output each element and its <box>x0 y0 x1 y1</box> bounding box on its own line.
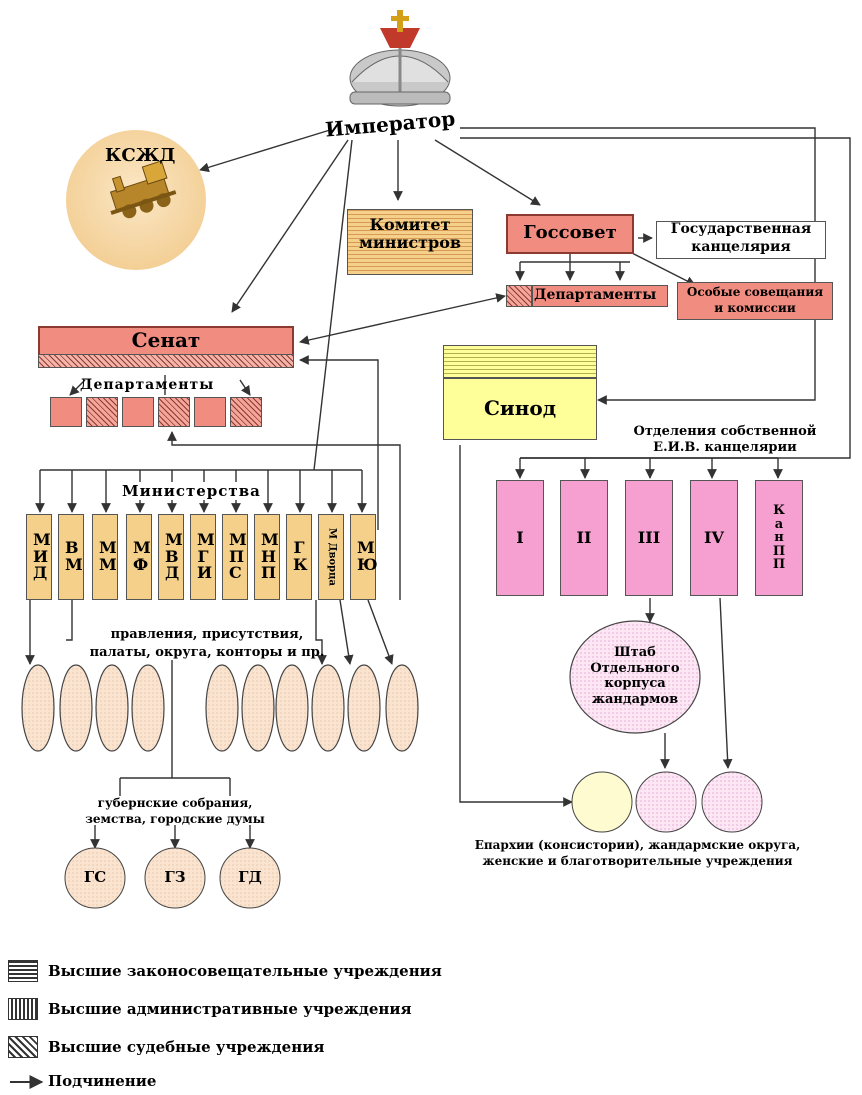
diagonal-hatch-icon <box>8 1036 38 1058</box>
senate-hatch <box>38 354 294 368</box>
ministry-box: М Г И <box>190 514 216 600</box>
legend-label: Высшие административные учреждения <box>48 1000 412 1018</box>
senate-department-box <box>194 397 226 427</box>
kszhd-label: КСЖД <box>105 145 176 166</box>
zemstvo-circle-label: ГС <box>83 868 107 886</box>
eparchy-circle <box>701 771 763 833</box>
legend-item-judicial: Высшие судебные учреждения <box>8 1036 324 1058</box>
zemstvo-circle-shape <box>219 847 281 909</box>
senate-label: Сенат <box>131 328 201 352</box>
vertical-hatch-icon <box>8 998 38 1020</box>
local-body-oval <box>21 664 55 752</box>
gendarmes-hq-label: Штаб Отдельного корпуса жандармов <box>590 645 680 707</box>
senate-departments-label: Департаменты <box>80 377 215 393</box>
locomotive-icon <box>109 160 177 219</box>
eparchies-caption: Епархии (консистории), жандармские округ… <box>474 838 801 868</box>
ministry-box: М Дворца <box>318 514 344 600</box>
synod-box <box>443 378 597 440</box>
zemstvo-circle-shape <box>144 847 206 909</box>
eparchy-circle <box>571 771 633 833</box>
imperial-crown-icon <box>349 10 451 107</box>
zemstvo-caption: губернские собрания, земства, городские … <box>85 796 265 826</box>
legend-label: Подчинение <box>48 1072 157 1090</box>
state-chancellery-label: Государственная канцелярия <box>670 221 812 255</box>
local-body-oval <box>311 664 345 752</box>
ministry-box: М М <box>92 514 118 600</box>
gossovet-departments-hatch <box>506 285 532 307</box>
committee-of-ministers-box <box>347 209 473 275</box>
ministry-box: М Н П <box>254 514 280 600</box>
own-chancellery-label: Отделения собственной Е.И.В. канцелярии <box>633 424 817 456</box>
zemstvo-circle-shape <box>64 847 126 909</box>
gendarmes-hq-ellipse <box>569 620 701 734</box>
gossovet-box <box>506 214 634 254</box>
kanpp-label: К а н П П <box>772 502 786 573</box>
local-body-oval <box>385 664 419 752</box>
gossovet-departments-label: Департаменты <box>534 287 657 303</box>
ministry-box: М И Д <box>26 514 52 600</box>
chancellery-section-box: III <box>625 480 673 596</box>
chancellery-section-box: II <box>560 480 608 596</box>
legend-item-administrative: Высшие административные учреждения <box>8 998 412 1020</box>
senate-department-box <box>158 397 190 427</box>
synod-label: Синод <box>483 396 557 420</box>
horizontal-hatch-icon <box>8 960 38 982</box>
gossovet-label: Госсовет <box>523 222 617 243</box>
local-body-oval <box>275 664 309 752</box>
ministry-box: М Ф <box>126 514 152 600</box>
local-body-oval <box>131 664 165 752</box>
local-body-oval <box>95 664 129 752</box>
legend-item-legislative: Высшие законосовещательные учреждения <box>8 960 442 982</box>
local-bodies-label: правления, присутствия, палаты, округа, … <box>89 627 325 660</box>
state-chancellery-box <box>656 221 826 259</box>
legend-label: Высшие законосовещательные учреждения <box>48 962 442 980</box>
special-meetings-text: Особые совещания и комиссии <box>686 285 824 315</box>
chancellery-section-box: I <box>496 480 544 596</box>
legend-item-subordination: Подчинение <box>48 1072 156 1090</box>
senate-department-box <box>122 397 154 427</box>
committee-label: Комитет министров <box>359 215 461 253</box>
zemstvo-circle-label: ГД <box>238 868 262 886</box>
synod-hatch <box>443 345 597 378</box>
local-body-oval <box>347 664 381 752</box>
eparchy-circle <box>635 771 697 833</box>
ministry-box: В М <box>58 514 84 600</box>
ministry-box: М В Д <box>158 514 184 600</box>
zemstvo-circle-label: ГЗ <box>164 868 186 886</box>
ministry-box: Г К <box>286 514 312 600</box>
special-meetings-box <box>677 282 833 320</box>
chancellery-section-box: К а н П П <box>755 480 803 596</box>
local-body-oval <box>241 664 275 752</box>
legend-label: Высшие судебные учреждения <box>48 1038 325 1056</box>
ministry-box: М Ю <box>350 514 378 600</box>
senate-department-box <box>50 397 82 427</box>
local-body-oval <box>59 664 93 752</box>
ministries-title: Министерства <box>120 482 263 500</box>
senate-department-box <box>230 397 262 427</box>
gossovet-departments-box <box>532 285 668 307</box>
senate-department-box <box>86 397 118 427</box>
ministry-box: М П С <box>222 514 248 600</box>
chancellery-section-box: IV <box>690 480 738 596</box>
local-body-oval <box>205 664 239 752</box>
